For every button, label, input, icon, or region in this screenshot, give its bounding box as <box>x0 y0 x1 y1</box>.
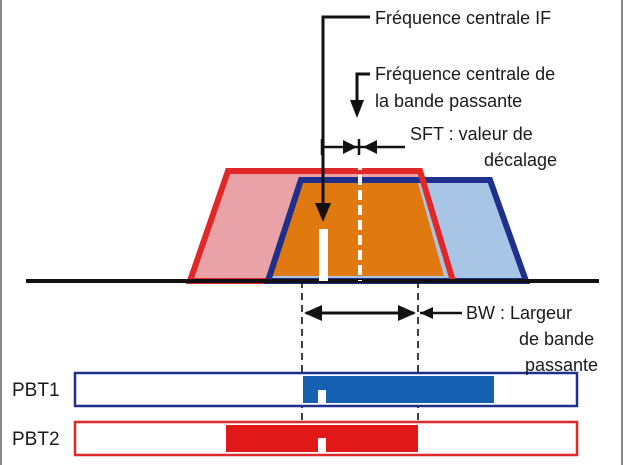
pbt2-label: PBT2 <box>12 429 60 450</box>
passband-center-arrowhead <box>350 100 364 118</box>
pbt1-fill <box>303 376 494 403</box>
pbt1-center-notch <box>318 390 326 403</box>
passband-center-label-line1: Fréquence centrale de <box>375 64 555 84</box>
red-right-edge <box>417 170 456 282</box>
if-center-marker <box>319 229 328 281</box>
bw-arrowhead-right <box>398 305 416 321</box>
passband-center-label-line2: la bande passante <box>375 91 522 111</box>
sft-label-line1: SFT : valeur de <box>410 124 533 144</box>
sft-label-line2: décalage <box>484 150 557 170</box>
bw-label-line1: BW : Largeur <box>466 303 572 323</box>
pbt1-label: PBT1 <box>12 380 60 401</box>
bw-label-line2: de bande <box>519 329 594 349</box>
if-center-label: Fréquence centrale IF <box>375 8 551 28</box>
bw-label-line3: passante <box>525 355 598 375</box>
pbt2-center-notch <box>318 438 326 452</box>
passband-center-arrow-line <box>355 72 370 102</box>
sft-arrowhead-left <box>363 140 377 154</box>
bw-pointer-arrowhead <box>420 307 433 319</box>
blue-left-edge <box>265 179 304 282</box>
sft-arrowhead-right <box>343 140 357 154</box>
if-center-arrowhead <box>315 203 331 222</box>
bw-arrowhead-left <box>304 305 322 321</box>
